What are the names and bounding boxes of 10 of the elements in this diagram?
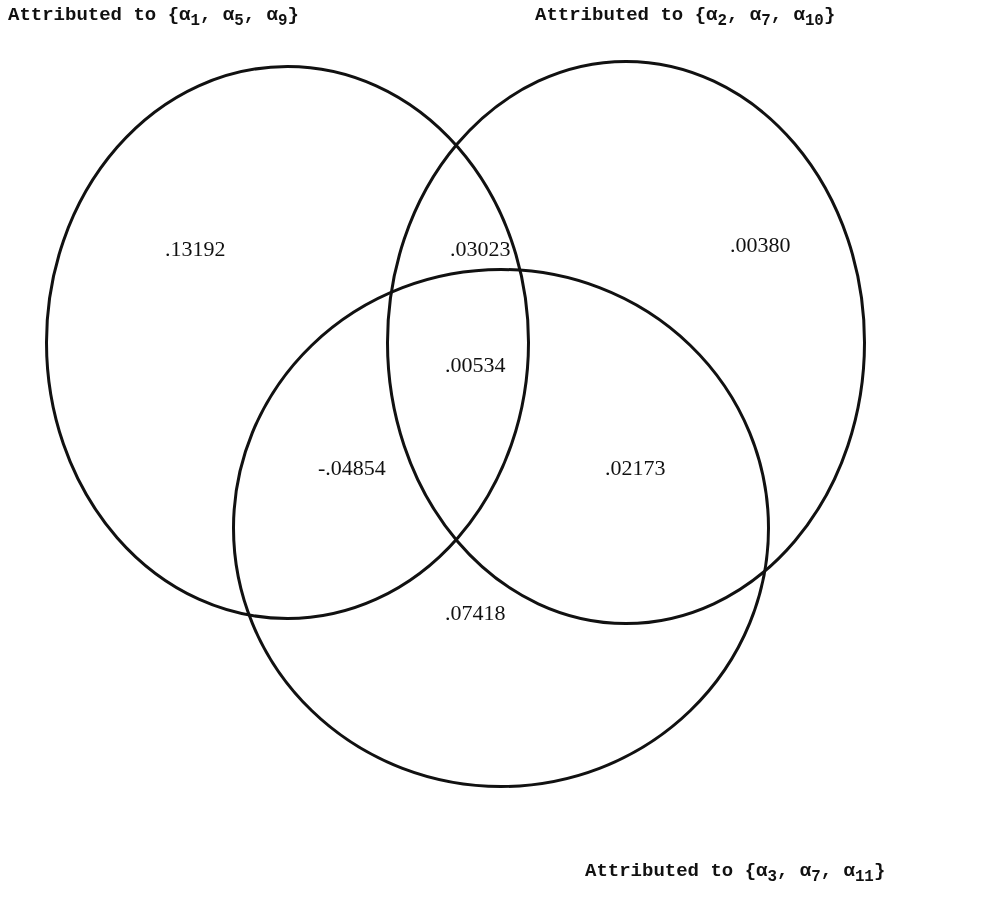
region-value: .07418 <box>445 600 506 626</box>
set-heading: Attributed to {α$_{1}$, α$_{5}$, α$_{9}$} <box>8 4 299 30</box>
region-value: .00534 <box>445 352 506 378</box>
region-value: .13192 <box>165 236 226 262</box>
set-heading: Attributed to {α$_{2}$, α$_{7}$, α$_{10}$} <box>535 4 836 30</box>
region-value: .00380 <box>730 232 791 258</box>
region-value: .03023 <box>450 236 511 262</box>
region-value: -.04854 <box>318 455 386 481</box>
set-heading: Attributed to {α$_{3}$, α$_{7}$, α$_{11}$} <box>585 860 886 886</box>
region-value: .02173 <box>605 455 666 481</box>
